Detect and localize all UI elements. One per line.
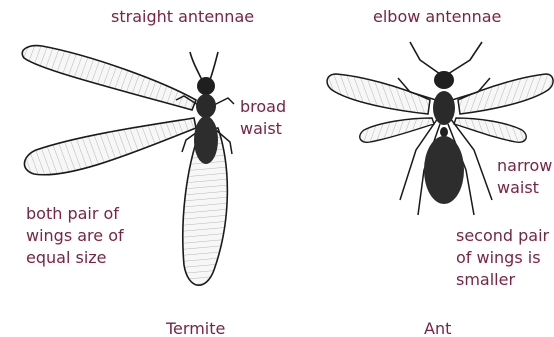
ant-antenna-left [410, 42, 440, 74]
smaller-wings-label: second pair of wings is smaller [456, 225, 549, 291]
termite-caption: Termite [166, 318, 225, 337]
ant-caption: Ant [424, 318, 451, 337]
narrow-waist-label: narrow waist [497, 155, 552, 199]
ant-petiole [440, 127, 448, 137]
termite-antenna-right [210, 52, 218, 80]
ant-abdomen [424, 136, 464, 204]
elbow-antennae-label: elbow antennae [373, 6, 501, 28]
ant-thorax [433, 91, 455, 125]
termite-abdomen [194, 116, 218, 164]
termite-head [197, 77, 215, 95]
termite-wing-upper [22, 46, 196, 110]
ant-antenna-right [448, 42, 482, 74]
straight-antennae-label: straight antennae [111, 6, 254, 28]
ant-head [434, 71, 454, 89]
termite-wing-lower [24, 118, 196, 175]
termite-thorax [196, 94, 216, 118]
broad-waist-label: broad waist [240, 96, 286, 140]
ant-wing-hind-left [360, 118, 434, 142]
termite-antenna-left [190, 52, 202, 80]
equal-wings-label: both pair of wings are of equal size [26, 203, 124, 269]
